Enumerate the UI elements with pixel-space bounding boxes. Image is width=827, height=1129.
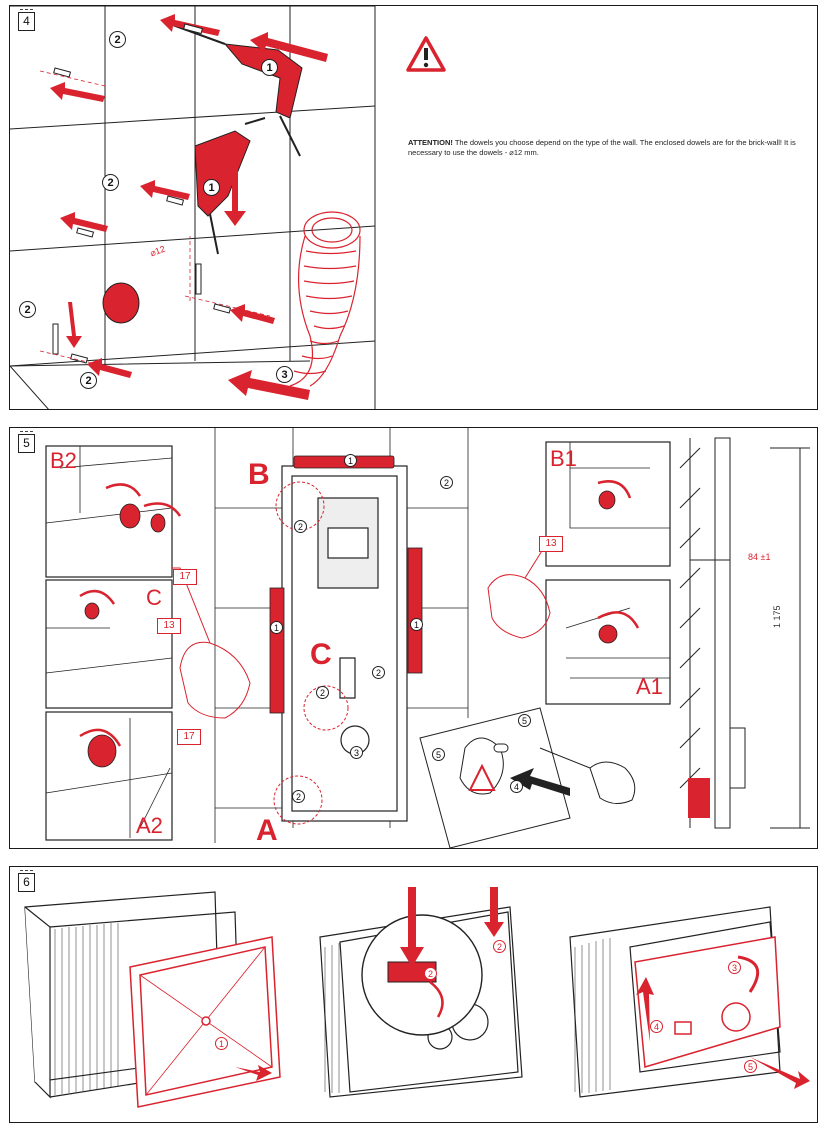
marker-5: 5 (518, 714, 531, 727)
marker-4: 4 (510, 780, 523, 793)
attention-text: The dowels you choose depend on the type… (408, 138, 796, 157)
wrench-size-17: 17 (177, 729, 201, 745)
wrench-size-13: 13 (539, 536, 563, 552)
marker-2: 2 (292, 790, 305, 803)
marker-2: 2 (294, 520, 307, 533)
marker-2: 2 (80, 372, 97, 389)
label-a: A (256, 814, 278, 847)
marker-1: 1 (203, 179, 220, 196)
marker-5: 5 (744, 1060, 757, 1073)
attention-title: ATTENTION! (408, 138, 453, 147)
marker-4: 4 (650, 1020, 663, 1033)
label-b2: B2 (50, 448, 77, 473)
label-c: C (146, 585, 162, 610)
attention-note: ATTENTION! The dowels you choose depend … (408, 138, 808, 158)
marker-5: 5 (432, 748, 445, 761)
height-dimension: 1 175 (772, 605, 782, 628)
front-plate-1 (129, 936, 281, 1108)
marker-1: 1 (344, 454, 357, 467)
frame-installation-illustration (45, 428, 810, 848)
label-a1: A1 (636, 674, 663, 699)
marker-1: 1 (270, 621, 283, 634)
marker-2: 2 (372, 666, 385, 679)
marker-1: 1 (215, 1037, 228, 1050)
plate-warning-icon (468, 763, 496, 791)
front-plate-3 (634, 936, 781, 1068)
label-b1: B1 (550, 446, 577, 471)
detail-box-c (45, 579, 173, 709)
marker-2: 2 (316, 686, 329, 699)
marker-2: 2 (102, 174, 119, 191)
cover-plate-illustration (24, 887, 810, 1108)
lift-arrow-icon (636, 977, 654, 1042)
marker-1: 1 (410, 618, 423, 631)
step-6-panel: 6 (9, 866, 818, 1123)
marker-2: 2 (109, 31, 126, 48)
marker-2: 2 (493, 940, 506, 953)
flex-hose-icon (289, 211, 361, 387)
detail-box-b2 (45, 445, 173, 578)
label-a2: A2 (136, 813, 163, 838)
step-number: 5 (18, 431, 35, 453)
step-5-panel: 5 (9, 427, 818, 849)
marker-2: 2 (440, 476, 453, 489)
marker-1: 1 (261, 59, 278, 76)
marker-3: 3 (276, 366, 293, 383)
depth-dimension: 84 ±1 (748, 552, 771, 562)
marker-3: 3 (350, 746, 363, 759)
label-b: B (248, 458, 270, 491)
wrench-size-13: 13 (157, 618, 181, 634)
remove-arrow-icon (235, 1065, 272, 1081)
step-number: 6 (18, 870, 35, 892)
wrench-size-17: 17 (173, 569, 197, 585)
drill-down-arrow-icon (224, 171, 246, 226)
pull-out-arrow-icon (750, 1057, 810, 1089)
wall-disc-icon (102, 282, 140, 324)
rotate-arrow-icon (737, 955, 760, 993)
press-down-arrow-icon (400, 887, 424, 967)
marker-3: 3 (728, 961, 741, 974)
marker-2: 2 (19, 301, 36, 318)
step-4-panel: 4 (9, 5, 818, 410)
push-arrow-icon (510, 768, 570, 796)
marker-2: 2 (424, 967, 437, 980)
step-number: 4 (18, 9, 35, 31)
press-down-arrow-icon (484, 887, 504, 937)
label-c-frame: C (310, 638, 332, 671)
warning-icon (406, 36, 446, 72)
